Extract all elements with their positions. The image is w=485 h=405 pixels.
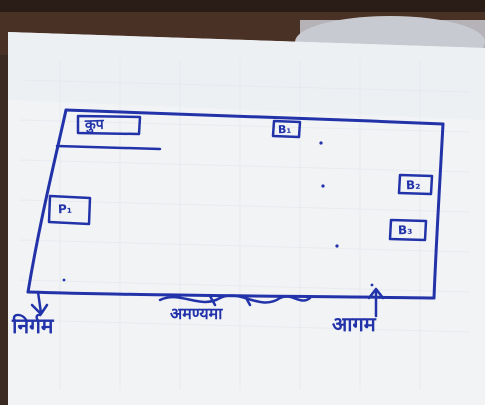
label-middle: अमण्यमा [170,304,223,323]
arrows [30,287,385,318]
background-top-strip [0,0,485,12]
bottom-middle-marks [158,294,312,307]
label-entry: आगम [332,312,376,336]
paper-shade [8,32,485,120]
dots [62,141,374,287]
label-top-left: कुप [84,116,104,134]
label-p1: P₁ [57,201,73,217]
label-exit: निर्गम [12,314,54,338]
label-b3: B₃ [397,222,413,238]
label-b2: B₂ [405,177,421,193]
label-boxes [47,114,434,242]
paper [8,32,485,405]
label-b1: B₁ [277,122,292,137]
